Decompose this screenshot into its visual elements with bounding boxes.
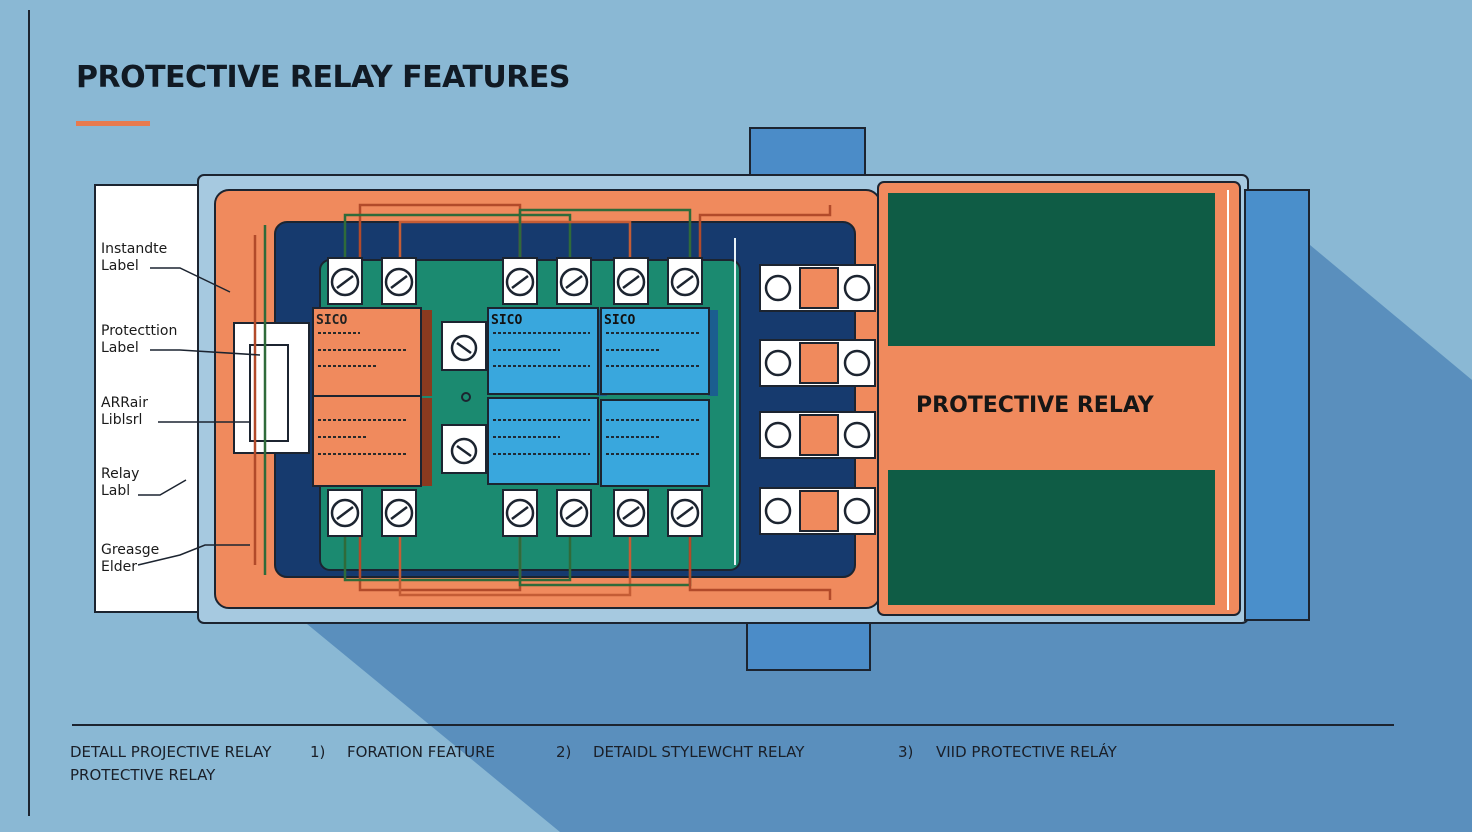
relay-module-blue-3 <box>487 397 599 485</box>
footer-item-1: DETALL PROJECTIVE RELAY <box>70 743 272 761</box>
footer-number-3: 3) <box>898 743 914 761</box>
footer-item-3: DETAIDL STYLEWCHT RELAY <box>593 743 805 761</box>
board-adjust-knobs <box>441 321 487 474</box>
bottom-terminal-row <box>327 489 703 537</box>
relay-panel-band <box>888 346 1217 470</box>
callout-label-5: Greasge Elder <box>101 542 160 575</box>
callout-label-3: ARRair Liblsrl <box>101 395 148 428</box>
module-code-blue-1: SICO <box>491 313 523 328</box>
callout-leader-lines <box>137 267 261 566</box>
relay-module-orange-bottom <box>312 395 432 487</box>
module-code-orange: SICO <box>316 313 348 328</box>
module-code-blue-2: SICO <box>604 313 636 328</box>
footer-divider <box>72 724 1394 726</box>
wire-bundle <box>253 203 832 600</box>
relay-module-blue-2 <box>600 307 718 396</box>
relay-panel-bottom <box>888 470 1215 605</box>
relay-module-orange-top <box>312 307 432 397</box>
footer-number-2: 2) <box>556 743 572 761</box>
callout-label-2: Protecttion Label <box>101 323 178 356</box>
right-terminal-blocks <box>759 264 876 535</box>
left-border-line <box>28 10 30 816</box>
footer-number-1: 1) <box>310 743 326 761</box>
label-card <box>94 184 199 613</box>
relay-banner-text: PROTECTIVE RELAY <box>916 393 1154 418</box>
title-accent-bar <box>76 121 150 126</box>
page-title: PROTECTIVE RELAY FEATURES <box>76 60 570 95</box>
footer-line-2: PROTECTIVE RELAY <box>70 766 216 784</box>
callout-label-1: Instandte Label <box>101 241 168 274</box>
housing-side-rail <box>1244 189 1310 621</box>
footer-item-2: FORATION FEATURE <box>347 743 495 761</box>
side-plug-inner <box>249 344 289 442</box>
relay-panel-top <box>888 193 1215 348</box>
relay-module-blue-4 <box>600 399 710 487</box>
callout-label-4: Relay Labl <box>101 466 140 499</box>
top-terminal-row <box>327 257 703 305</box>
footer-item-4: VIID PROTECTIVE RELÁY <box>936 743 1117 761</box>
